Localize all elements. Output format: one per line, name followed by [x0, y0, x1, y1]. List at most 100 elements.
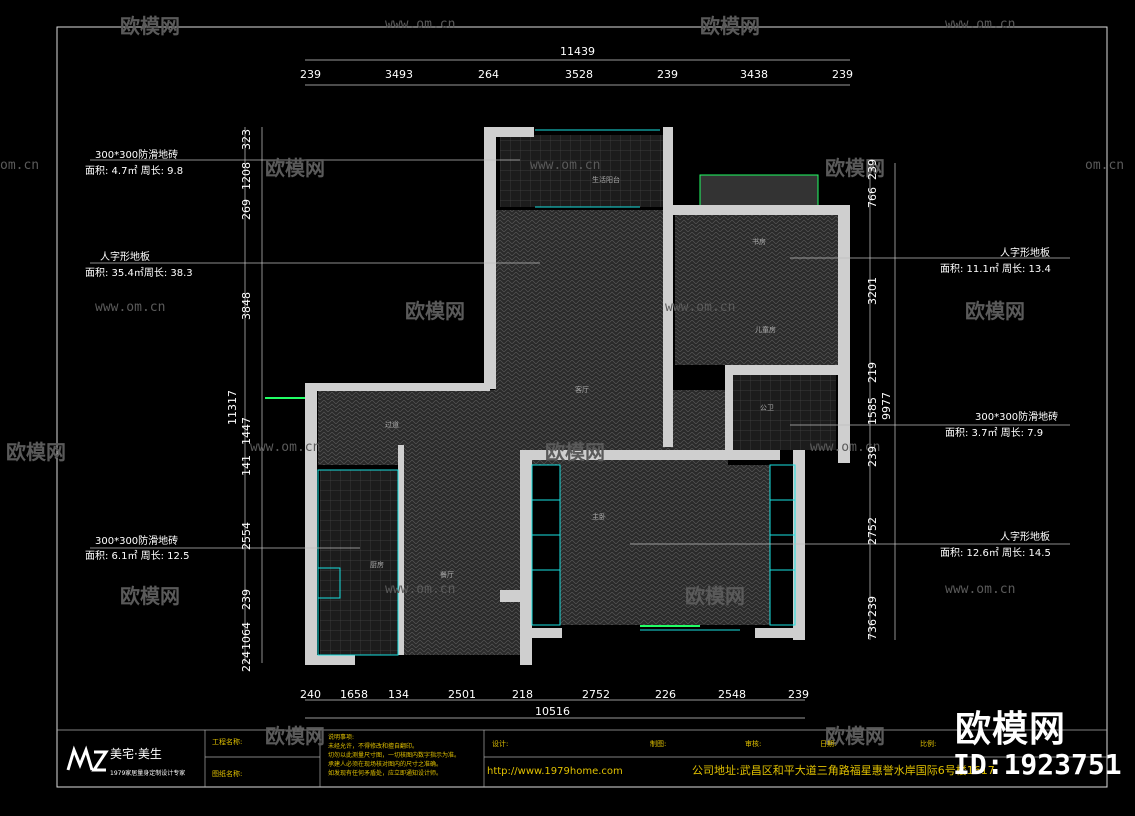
- draw-label: 制图:: [650, 740, 667, 748]
- watermark-brand: 欧模网: [965, 299, 1025, 323]
- dim-bottom: 1658: [340, 688, 368, 701]
- annotation-detail: 面积: 12.6㎡ 周长: 14.5: [940, 548, 1051, 559]
- mz-logo-icon: [66, 745, 109, 772]
- check-label: 审核:: [745, 740, 762, 748]
- watermark-url: www.om.cn: [95, 300, 166, 315]
- dim-right: 1585: [866, 397, 879, 425]
- dim-top: 3438: [740, 68, 768, 81]
- room-label: 过道: [385, 421, 399, 429]
- project-label: 工程名称:: [212, 738, 243, 746]
- dim-left: 1208: [240, 162, 253, 190]
- dim-right-total: 9977: [880, 392, 893, 420]
- watermark-url: www.om.cn: [385, 17, 456, 32]
- dim-left: 1447: [240, 417, 253, 445]
- dim-top: 239: [657, 68, 678, 81]
- company-address: 公司地址:武昌区和平大道三角路福星惠誉水岸国际6号楼1617: [692, 764, 995, 777]
- website-link[interactable]: http://www.1979home.com: [487, 766, 623, 777]
- annotation-title: 人字形地板: [1000, 532, 1050, 543]
- dim-bottom-total: 10516: [535, 705, 570, 718]
- bedroom2-floor: [675, 215, 840, 365]
- annotation-detail: 面积: 35.4㎡周长: 38.3: [85, 268, 193, 279]
- dim-bottom: 2752: [582, 688, 610, 701]
- watermark-brand: 欧模网: [120, 14, 180, 38]
- dim-right: 219: [866, 362, 879, 383]
- dim-bottom: 218: [512, 688, 533, 701]
- master-floor: [560, 465, 770, 625]
- watermark-brand: 欧模网: [265, 724, 325, 748]
- notes-0: 说明事项:: [328, 734, 355, 741]
- leader-lines: [90, 159, 1070, 549]
- dining-floor: [402, 445, 522, 655]
- dim-right: 736: [866, 619, 879, 640]
- drawing-frame: [56, 26, 1108, 788]
- dim-left-total: 11317: [226, 390, 239, 425]
- bay-window: [699, 174, 819, 211]
- watermark-url: www.om.cn: [530, 158, 601, 173]
- brand-sub: 1979家居量身定制设计专家: [110, 770, 186, 777]
- annotation-detail: 面积: 3.7㎡ 周长: 7.9: [945, 428, 1044, 439]
- dim-bottom: 226: [655, 688, 676, 701]
- dim-right: 239: [866, 596, 879, 617]
- dim-right: 766: [866, 187, 879, 208]
- dim-bottom: 2501: [448, 688, 476, 701]
- notes-3: 承建人必须在现场核对图内的尺寸之准确。: [328, 761, 443, 768]
- dim-left: 3848: [240, 292, 253, 320]
- room-label: 生活阳台: [592, 176, 620, 184]
- living-floor: [495, 210, 665, 390]
- room-label: 餐厅: [440, 571, 454, 579]
- title-block-lines: [57, 729, 1107, 787]
- dim-right: 239: [866, 446, 879, 467]
- dim-top: 239: [832, 68, 853, 81]
- dim-left: 323: [240, 129, 253, 150]
- room-label: 公卫: [760, 404, 774, 412]
- room-label: 儿童房: [755, 326, 776, 334]
- annotation-title: 300*300防滑地砖: [95, 536, 179, 547]
- watermark-brand: 欧模网: [6, 440, 66, 464]
- drawing-label: 图纸名称:: [212, 770, 243, 778]
- dim-right: 3201: [866, 277, 879, 305]
- room-label: 厨房: [370, 561, 384, 569]
- watermark-brand: 欧模网: [685, 584, 745, 608]
- watermark-brand: 欧模网: [825, 724, 885, 748]
- annotation-detail: 面积: 4.7㎡ 周长: 9.8: [85, 166, 184, 177]
- dim-top-total: 11439: [560, 45, 595, 58]
- annotation-detail: 面积: 11.1㎡ 周长: 13.4: [940, 264, 1051, 275]
- annotation-title: 人字形地板: [1000, 248, 1050, 259]
- watermark-url: www.om.cn: [945, 17, 1016, 32]
- watermark-brand: 欧模网: [265, 156, 325, 180]
- watermark-brand: 欧模网: [700, 14, 760, 38]
- dim-left: 1064: [240, 622, 253, 650]
- dim-bottom: 239: [788, 688, 809, 701]
- watermark-brand: 欧模网: [545, 440, 605, 464]
- bath-floor: [733, 375, 836, 450]
- room-label: 客厅: [575, 386, 589, 394]
- dim-left: 269: [240, 199, 253, 220]
- watermark-url: www.om.cn: [250, 440, 321, 455]
- notes-2: 切勿以此测量尺寸图，一切核图内数字指示为准。: [328, 752, 461, 759]
- dim-bottom: 134: [388, 688, 409, 701]
- notes-4: 如发现有任何矛盾处，应立即通知设计师。: [328, 770, 443, 777]
- brand-name: 美宅·美生: [110, 747, 162, 761]
- annotation-title: 300*300防滑地砖: [95, 150, 179, 161]
- kitchen-floor: [320, 470, 400, 655]
- watermark-brand: 欧模网: [120, 584, 180, 608]
- dim-top: 264: [478, 68, 499, 81]
- notes-1: 未经允许，不得修改和擅自翻印。: [328, 743, 419, 750]
- dim-bottom: 2548: [718, 688, 746, 701]
- annotation-title: 人字形地板: [100, 252, 150, 263]
- dim-top: 3493: [385, 68, 413, 81]
- watermark-brand: 欧模网: [405, 299, 465, 323]
- dimension-lines: [244, 59, 896, 719]
- room-label: 书房: [752, 238, 766, 246]
- dim-bottom: 240: [300, 688, 321, 701]
- watermark-url: www.om.cn: [810, 440, 881, 455]
- dim-right: 2752: [866, 517, 879, 545]
- date-label: 日期:: [820, 740, 837, 748]
- dim-left: 141: [240, 455, 253, 476]
- watermark-logo: 欧模网: [955, 709, 1067, 750]
- watermark-brand: 欧模网: [825, 156, 885, 180]
- annotation-title: 300*300防滑地砖: [975, 412, 1059, 423]
- watermark-id: ID:1923751: [953, 748, 1122, 781]
